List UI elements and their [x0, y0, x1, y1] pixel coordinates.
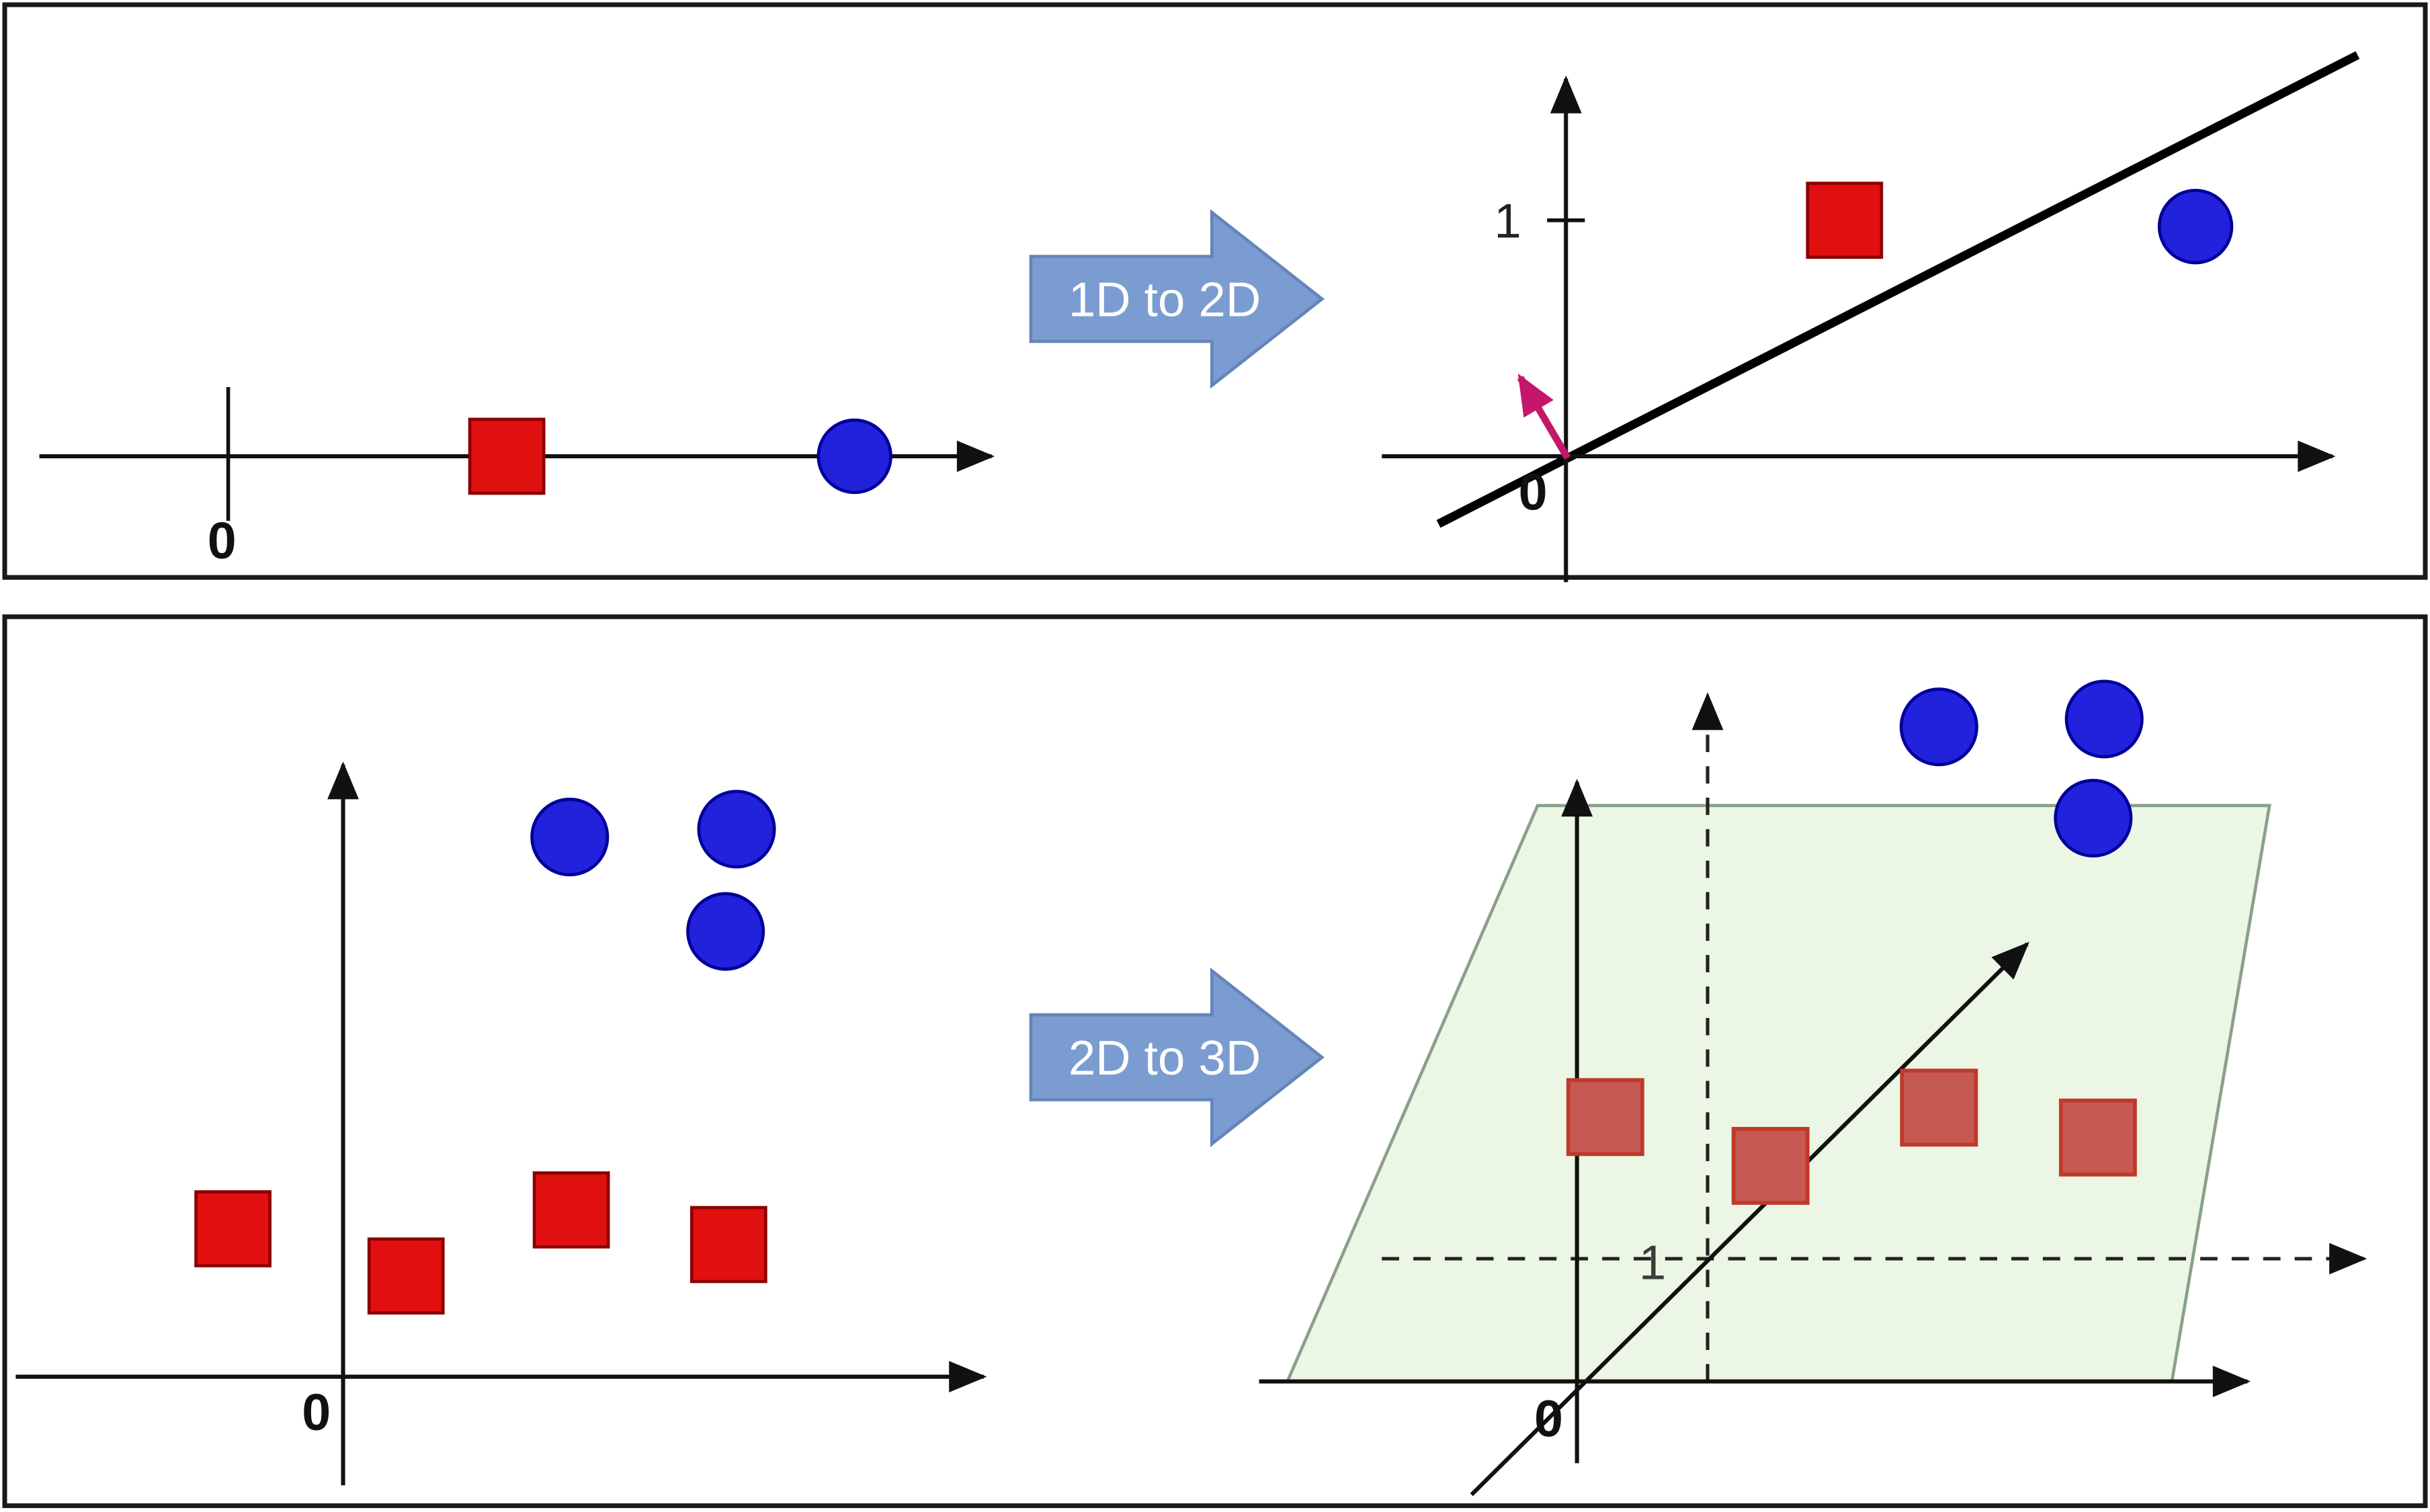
separating-line [1436, 51, 2360, 528]
data-point-circle [2157, 188, 2234, 265]
data-point-square [1806, 181, 1884, 259]
transform-arrow-1d-2d: 1D to 2D [1029, 209, 1325, 389]
y-axis-tick-1-label: 1 [1494, 194, 1521, 249]
data-point-square [1731, 1126, 1810, 1205]
origin-label-2d: 0 [302, 1384, 331, 1441]
top-2d-squares [1806, 181, 1884, 259]
number-line-zero-label: 0 [208, 512, 237, 570]
origin-label-3d: 0 [1534, 1390, 1563, 1448]
block-arrow-shape [1029, 967, 1325, 1147]
transform-arrow-2d-3d-label: 2D to 3D [1069, 1031, 1261, 1085]
data-point-circle [686, 892, 765, 971]
data-point-square [1900, 1068, 1978, 1147]
data-point-circle [697, 790, 776, 869]
data-point-square [468, 417, 546, 495]
normal-vector-arrow [1517, 373, 1571, 460]
top-2d-plot: 1 0 [1382, 51, 2360, 583]
data-point-circle [816, 418, 892, 495]
data-point-circle [530, 798, 610, 877]
bottom-2d-plot: 0 [15, 761, 987, 1486]
bottom-2d-squares [194, 1171, 767, 1315]
axis-tick-1-label: 1 [1639, 1235, 1666, 1290]
data-point-circle [2064, 679, 2144, 759]
data-point-square [1566, 1078, 1644, 1157]
data-point-circle [1899, 687, 1978, 767]
top-1d-squares [468, 417, 546, 495]
data-point-square [2058, 1098, 2137, 1177]
bottom-3d-circles [1899, 679, 2144, 858]
data-point-square [194, 1190, 271, 1267]
transform-arrow-1d-2d-label: 1D to 2D [1069, 273, 1261, 327]
block-arrow-shape [1029, 209, 1325, 389]
depth-axis [1470, 941, 2029, 1497]
top-1d-number-line: 0 [39, 386, 995, 570]
data-point-circle [2054, 778, 2133, 858]
top-2d-circles [2157, 188, 2234, 265]
bottom-3d-squares [1566, 1068, 2137, 1205]
bottom-3d-plot: 0 1 [1259, 679, 2368, 1497]
bottom-2d-circles [530, 790, 776, 971]
data-point-square [367, 1237, 445, 1315]
transform-arrow-2d-3d: 2D to 3D [1029, 967, 1325, 1147]
data-point-square [689, 1206, 767, 1284]
data-point-square [532, 1171, 610, 1249]
top-1d-circles [816, 418, 892, 495]
origin-label-2d: 0 [1519, 464, 1548, 521]
